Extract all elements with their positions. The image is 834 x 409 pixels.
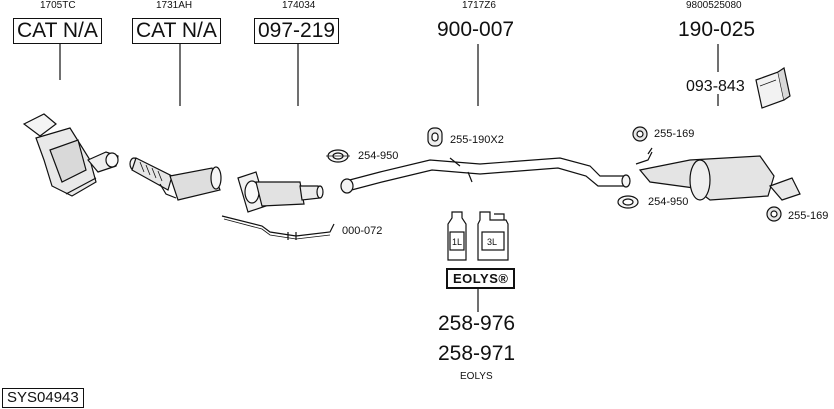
part-code-cat-2[interactable]: CAT N/A: [132, 18, 221, 44]
pipe-clamp-icon: [326, 149, 350, 163]
front-pipe-catalyst-icon: [129, 157, 222, 201]
rubber-mount-icon: [766, 206, 782, 222]
rear-muffler-icon: [635, 147, 801, 201]
part-code-254-950-front[interactable]: 254-950: [358, 150, 399, 162]
manifold-catalyst-icon: [22, 113, 119, 197]
centre-pipe-icon: [340, 157, 631, 194]
part-code-190-025[interactable]: 190-025: [678, 18, 756, 41]
mounting-kit-box-icon: [755, 67, 791, 109]
part-code-255-169-bottom[interactable]: 255-169: [788, 210, 829, 222]
pipe-clamp-icon: [617, 195, 639, 209]
rubber-hanger-icon: [427, 127, 443, 147]
sensor-pipe-icon: [221, 215, 335, 237]
part-ref-1717z6: 1717Z6: [462, 0, 496, 11]
part-code-255-169-top[interactable]: 255-169: [654, 128, 695, 140]
bottle-3l-icon: [477, 211, 509, 261]
part-code-093-843[interactable]: 093-843: [686, 78, 745, 95]
part-code-cat-1[interactable]: CAT N/A: [13, 18, 102, 44]
part-code-258-971[interactable]: 258-971: [438, 342, 516, 365]
bottle-1l-icon: [447, 211, 467, 261]
system-code: SYS04943: [2, 388, 84, 408]
part-ref-174034: 174034: [282, 0, 316, 11]
particulate-filter-icon: [237, 171, 324, 213]
eolys-badge: EOLYS®: [446, 268, 516, 289]
bottle-3l-label: 3L: [487, 237, 498, 247]
part-code-255-190x2[interactable]: 255-190X2: [450, 134, 504, 146]
part-ref-1731ah: 1731AH: [156, 0, 193, 11]
part-ref-9800525080: 9800525080: [686, 0, 742, 11]
rubber-mount-icon: [632, 126, 648, 142]
part-code-254-950-rear[interactable]: 254-950: [648, 196, 689, 208]
part-ref-1705tc: 1705TC: [40, 0, 76, 11]
part-code-900-007[interactable]: 900-007: [437, 18, 515, 41]
part-code-097-219[interactable]: 097-219: [254, 18, 340, 44]
eolys-caption: EOLYS: [460, 371, 493, 382]
bottle-1l-label: 1L: [452, 237, 463, 247]
part-code-000-072[interactable]: 000-072: [342, 225, 383, 237]
part-code-258-976[interactable]: 258-976: [438, 312, 516, 335]
